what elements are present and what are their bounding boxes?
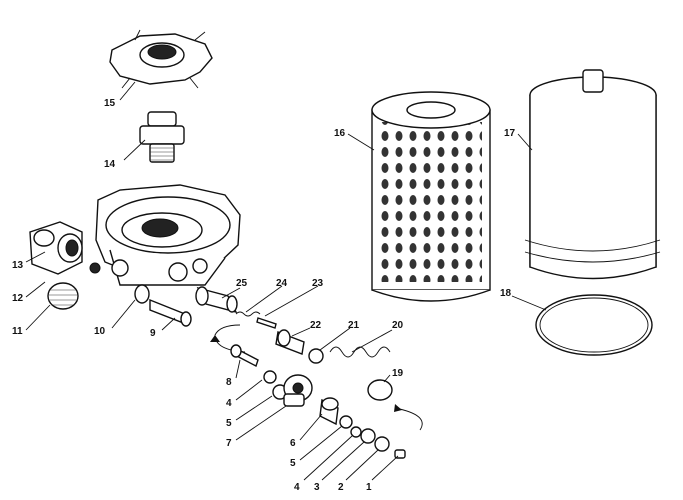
part-16-filter-element — [371, 91, 491, 302]
part-4-washer-bottom — [350, 426, 362, 438]
callout-21: 21 — [348, 320, 360, 331]
callout-11: 11 — [12, 326, 23, 337]
part-17-canister — [524, 69, 661, 280]
part-4-washer-left — [263, 370, 277, 384]
part-2-nut — [374, 436, 390, 452]
part-19-o-ring — [367, 379, 393, 401]
callout-6: 6 — [290, 438, 296, 449]
arrow-head-left — [210, 335, 220, 342]
leader-lines — [25, 81, 547, 481]
filter-housing-body — [89, 184, 241, 286]
part-10-ring — [134, 284, 150, 304]
part-24-small-spring — [235, 311, 261, 317]
part-5-nut-center — [339, 415, 353, 429]
callout-1: 1 — [366, 482, 372, 493]
part-14-threaded-fitting — [139, 111, 185, 163]
part-18-gasket-inner — [539, 297, 649, 353]
part-6-fitting — [319, 397, 339, 426]
arrow-head-right — [394, 404, 402, 412]
callout-13: 13 — [12, 260, 24, 271]
callout-3: 3 — [314, 482, 320, 493]
callout-2: 2 — [338, 482, 344, 493]
part-3-ring — [360, 428, 376, 444]
callout-9: 9 — [150, 328, 156, 339]
callout-4-bottom: 4 — [294, 482, 300, 493]
part-22-piston — [275, 329, 305, 355]
part-13-side-fitting — [29, 221, 83, 275]
part-15-spider-cap — [109, 29, 213, 89]
flow-arrow-right — [394, 407, 423, 431]
callout-5-center: 5 — [290, 458, 296, 469]
part-11-threaded-plug — [47, 282, 79, 310]
callout-24: 24 — [276, 278, 288, 289]
callout-18: 18 — [500, 288, 512, 299]
callout-14: 14 — [104, 159, 116, 170]
callout-19: 19 — [392, 368, 404, 379]
part-20-spring — [329, 346, 391, 358]
callout-22: 22 — [310, 320, 322, 331]
callout-15: 15 — [104, 98, 116, 109]
part-18-gasket — [535, 294, 653, 356]
part-7-banjo-fitting — [283, 374, 313, 407]
callout-16: 16 — [334, 128, 346, 139]
part-9-bolt — [149, 298, 192, 327]
part-8-bolt — [230, 344, 259, 368]
callout-5-left: 5 — [226, 418, 232, 429]
part-23-pin — [256, 317, 277, 329]
callout-12: 12 — [12, 293, 24, 304]
callout-7: 7 — [226, 438, 232, 449]
part-25-sleeve — [195, 286, 238, 314]
callout-10: 10 — [94, 326, 106, 337]
callout-20: 20 — [392, 320, 404, 331]
callout-17: 17 — [504, 128, 516, 139]
callout-labels: 15 14 13 12 11 10 9 8 4 5 7 6 5 4 3 2 1 … — [12, 98, 516, 493]
callout-23: 23 — [312, 278, 324, 289]
callout-25: 25 — [236, 278, 248, 289]
callout-4-left: 4 — [226, 398, 232, 409]
part-21-washer — [308, 348, 324, 364]
callout-8: 8 — [226, 377, 232, 388]
